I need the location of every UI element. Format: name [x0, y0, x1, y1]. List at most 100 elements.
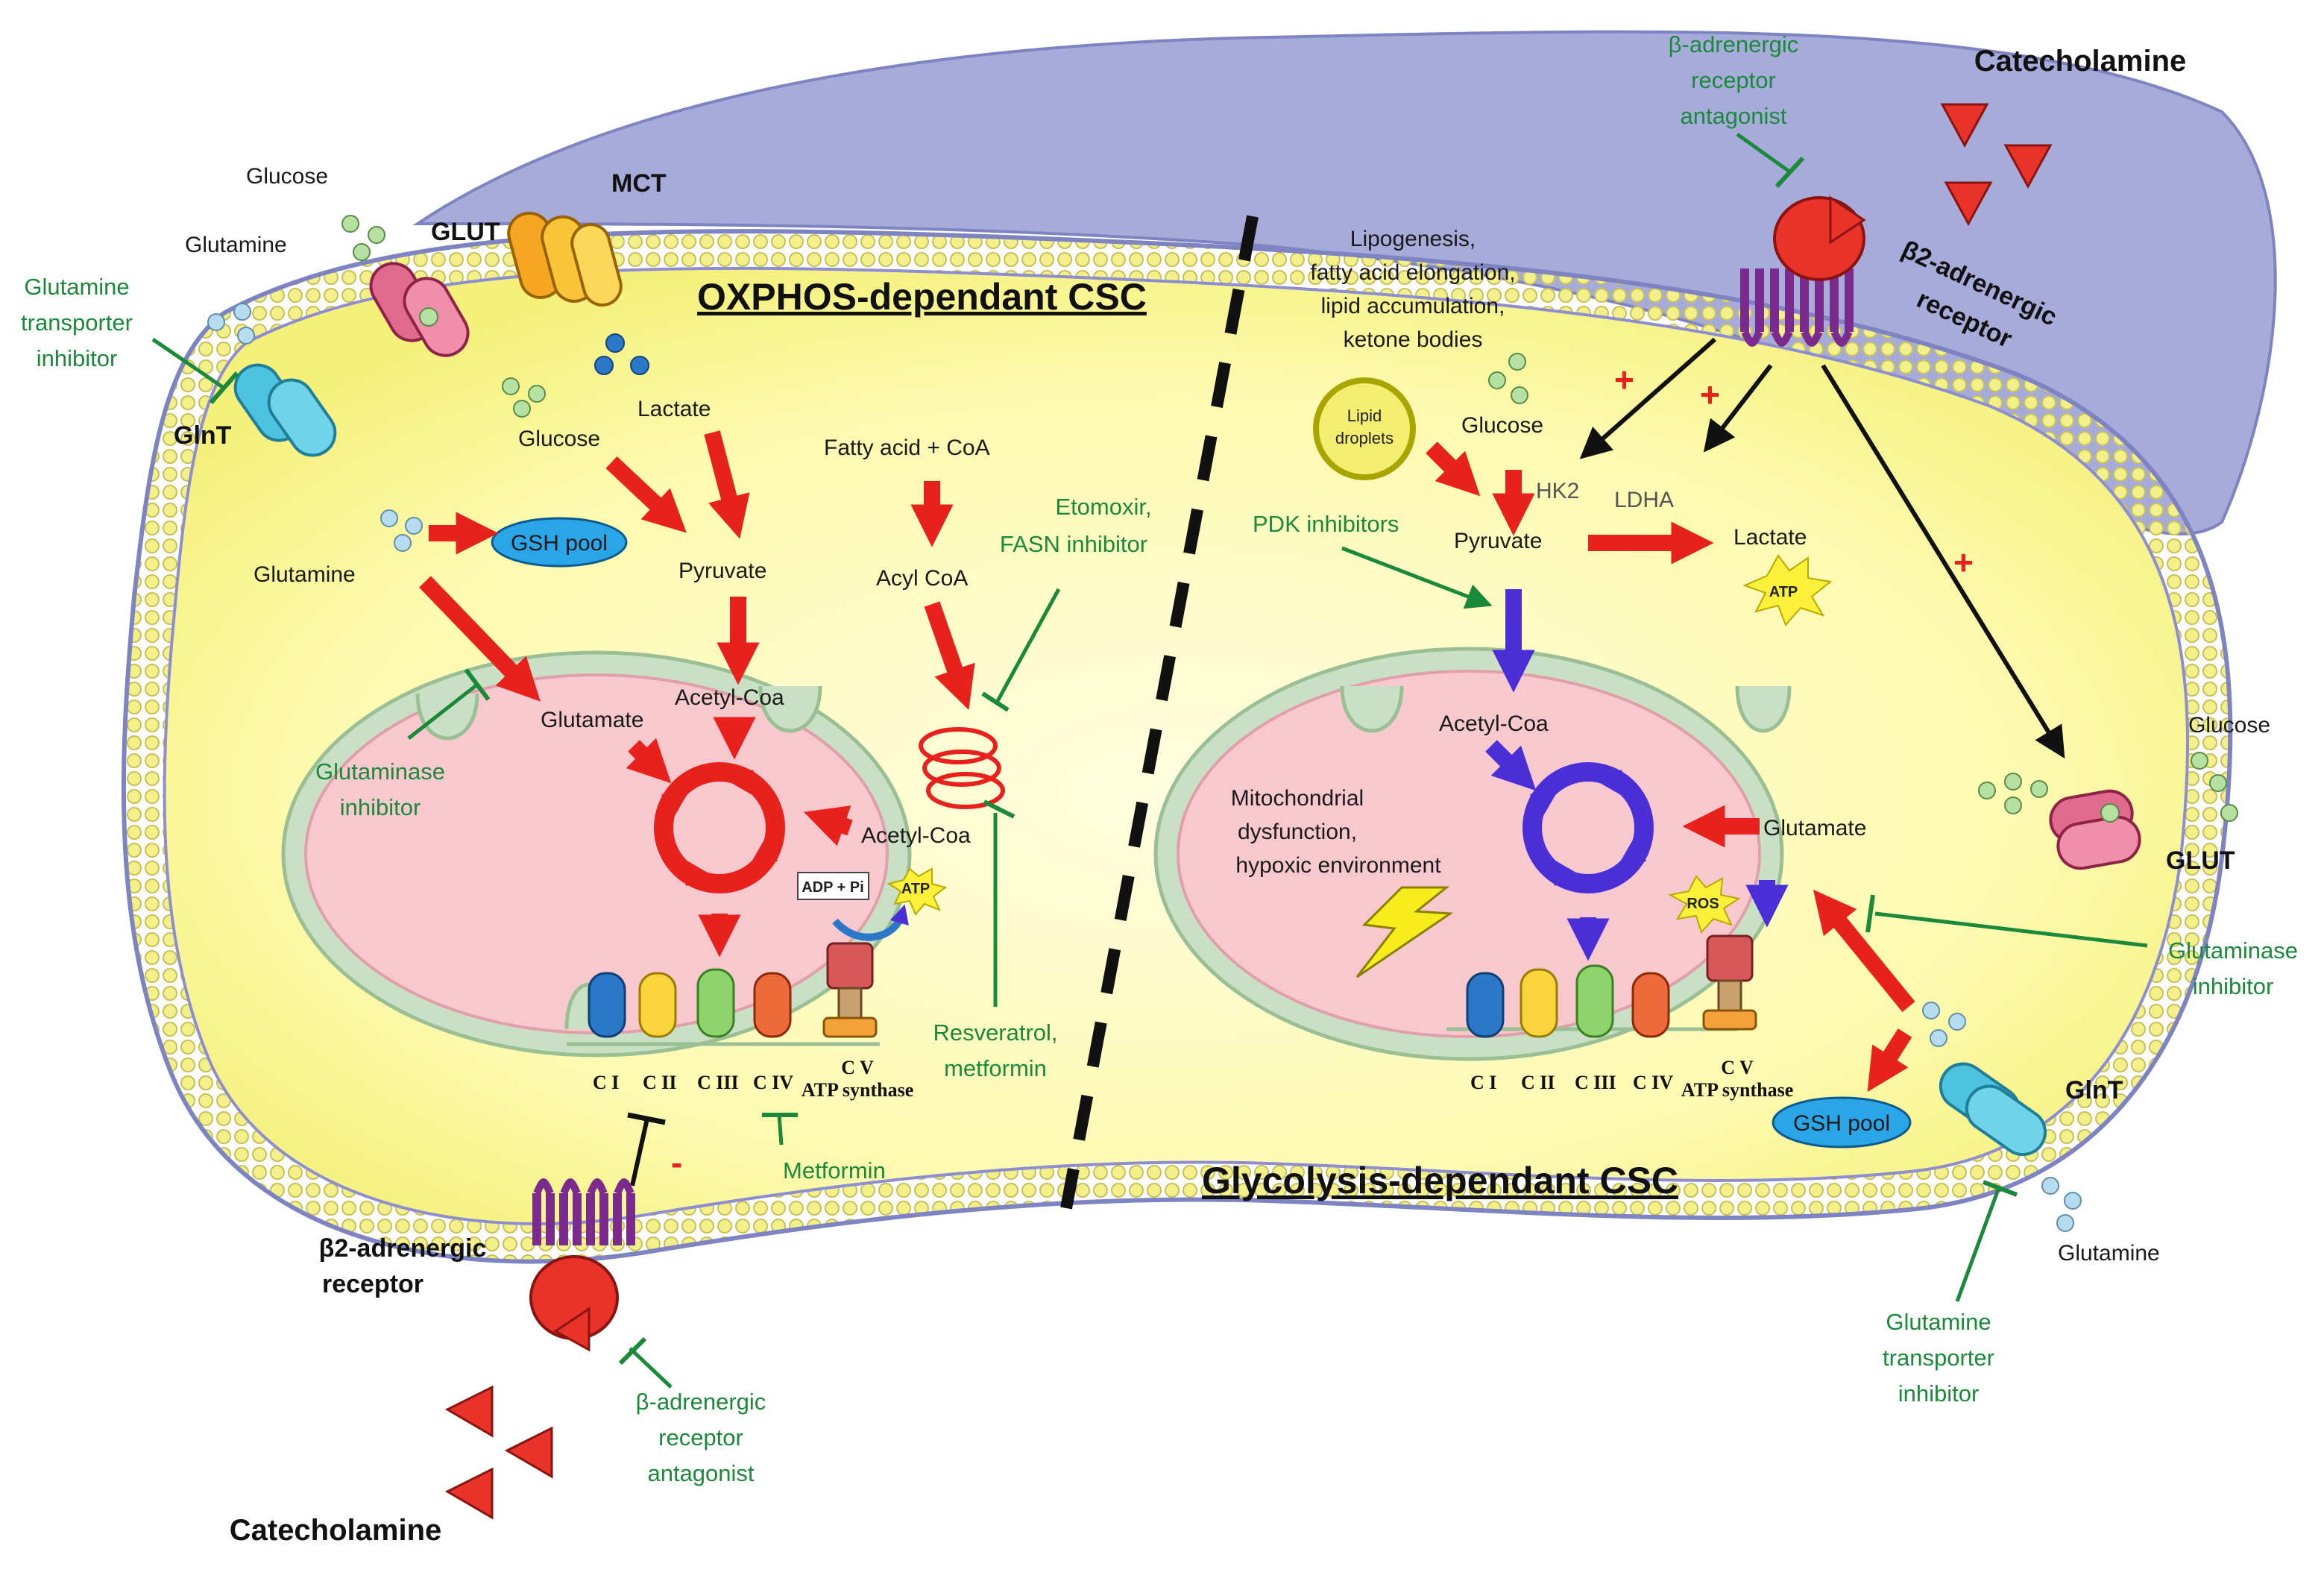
svg-text:inhibitor: inhibitor — [37, 345, 118, 371]
acyl-coa-label: Acyl CoA — [876, 566, 968, 591]
oxphos-arrows — [419, 430, 975, 958]
inhibit-bar-etomoxir — [981, 691, 1010, 712]
complex-cii-left: C II — [643, 1072, 677, 1093]
lipogenesis-label: Lipogenesis, fatty acid elongation, lipi… — [1310, 227, 1515, 352]
adp-pi-box — [797, 872, 869, 900]
inhibit-line-glutaminase-left — [407, 683, 479, 740]
glutamine-molecules-left-out — [207, 303, 255, 345]
inhibit-line-b-antagonist-left — [629, 1347, 673, 1389]
complex-civ-right: C IV — [1633, 1072, 1673, 1093]
glucose-in-label-right: Glucose — [1461, 413, 1543, 438]
glutamine-molecules-right-in — [1922, 1002, 1966, 1047]
right-mitochondrion — [1153, 647, 1792, 1061]
receptor-inhibit-line-left — [630, 1118, 649, 1187]
svg-text:metformin: metformin — [944, 1055, 1047, 1081]
lactate-label-left: Lactate — [637, 397, 711, 421]
inhibit-bar-glnt-left — [209, 371, 239, 404]
plus-sign-2: + — [1700, 375, 1720, 414]
beta-oxidation-coil — [919, 727, 1005, 809]
glutaminase-inhibitor-right: Glutaminase inhibitor — [2168, 937, 2298, 999]
complex-ciii-left: C III — [697, 1072, 739, 1093]
complex-ci-left: C I — [593, 1072, 619, 1093]
glutamine-out-label-right: Glutamine — [2058, 1241, 2160, 1266]
inhibit-line-glnt-right — [1955, 1189, 2000, 1302]
svg-text:β-adrenergic: β-adrenergic — [636, 1389, 766, 1415]
plus-sign-1: + — [1614, 360, 1634, 399]
tca-cycle-right — [1522, 762, 1654, 893]
glut-transporter-right — [2049, 789, 2141, 870]
pyruvate-label-left: Pyruvate — [678, 559, 766, 583]
inhibit-line-metformin — [777, 1114, 784, 1146]
acetyl-coa-right-label-left: Acetyl-Coa — [861, 823, 971, 848]
extracellular-matrix — [412, 30, 2277, 535]
lipid-droplet — [1313, 377, 1416, 480]
lightning-icon — [1355, 886, 1454, 978]
complex-ci-right: C I — [1470, 1072, 1496, 1093]
etc-complexes-left — [588, 942, 878, 1038]
mct-transporter — [507, 211, 623, 307]
catecholamine-triangles-right — [1940, 103, 2053, 227]
gsh-pool-label-left: GSH pool — [511, 531, 608, 556]
inhibit-line-glutaminase-right — [1874, 911, 2148, 948]
svg-text:antagonist: antagonist — [647, 1460, 754, 1486]
mct-label: MCT — [611, 169, 667, 198]
svg-text:Glutamine: Glutamine — [1886, 1309, 1991, 1335]
lipid-droplets-label-2: droplets — [1335, 429, 1394, 447]
ros-label: ROS — [1687, 896, 1719, 912]
inhibit-line-b-antagonist-right — [1736, 132, 1791, 174]
glucose-molecules-left-out — [341, 215, 385, 261]
b2-receptor-label-left: β2-adrenergic receptor — [319, 1234, 487, 1298]
glucose-molecules-right-out — [1978, 752, 2238, 822]
svg-text:lipid accumulation,: lipid accumulation, — [1321, 294, 1505, 318]
svg-text:inhibitor: inhibitor — [2193, 973, 2274, 999]
inhibit-bar-glnt-right — [1982, 1180, 2018, 1197]
inhibit-bar-glutaminase-left — [464, 668, 491, 701]
glut-label-left: GLUT — [431, 218, 500, 246]
gsh-pool-right — [1772, 1096, 1912, 1148]
complex-cv-left: C V — [841, 1057, 874, 1078]
lipid-droplets-label-1: Lipid — [1347, 406, 1382, 425]
glut-transporter-left — [369, 262, 470, 357]
acetyl-coa-top-label-left: Acetyl-Coa — [675, 685, 784, 710]
glut-label-right: GLUT — [2166, 846, 2235, 875]
inhibit-bar-resveratrol — [983, 799, 1015, 819]
oxphos-title: OXPHOS-dependant CSC — [697, 276, 1147, 318]
resveratrol-metformin-label: Resveratrol, metformin — [933, 1019, 1057, 1081]
atp-label-left: ATP — [901, 881, 930, 897]
svg-text:Etomoxir,: Etomoxir, — [1055, 494, 1151, 520]
divider-line — [1060, 215, 1259, 1210]
beta2-receptor-left — [529, 1178, 635, 1340]
svg-text:Glutaminase: Glutaminase — [315, 758, 445, 785]
svg-text:Glutamine: Glutamine — [24, 274, 129, 300]
glucose-molecules-right-in — [1488, 353, 1528, 404]
svg-text:transporter: transporter — [21, 309, 133, 336]
etc-complexes-right — [1466, 934, 1757, 1038]
complex-cii-right: C II — [1521, 1072, 1555, 1093]
acetyl-coa-label-right: Acetyl-Coa — [1439, 711, 1549, 736]
glucose-in-label-left: Glucose — [518, 427, 600, 451]
svg-text:fatty acid elongation,: fatty acid elongation, — [1310, 260, 1515, 285]
atp-synthase-left: ATP synthase — [802, 1079, 914, 1101]
glnt-transporter-right — [1939, 1062, 2047, 1157]
ldha-label: LDHA — [1614, 488, 1674, 512]
atp-label-right: ATP — [1769, 584, 1798, 600]
svg-text:transporter: transporter — [1883, 1345, 1994, 1371]
metformin-label: Metformin — [783, 1157, 886, 1184]
glnt-transporter-left — [233, 363, 337, 457]
plus-sign-3: + — [1953, 543, 1974, 582]
tca-cycle-left — [654, 762, 785, 893]
inhibit-bar-glutaminase-right — [1865, 894, 1875, 933]
svg-text:FASN inhibitor: FASN inhibitor — [1000, 531, 1147, 557]
catecholamine-label-right: Catecholamine — [1974, 45, 2187, 78]
pdk-inhibitors-label: PDK inhibitors — [1253, 511, 1399, 537]
glutaminase-inhibitor-left: Glutaminase inhibitor — [315, 758, 445, 820]
inhibit-bar-b-antagonist-right — [1775, 156, 1805, 189]
atp-cycle-arrow-left — [832, 904, 909, 941]
catecholamine-bound-left — [553, 1307, 591, 1352]
svg-text:β-adrenergic: β-adrenergic — [1669, 31, 1799, 57]
svg-text:Resveratrol,: Resveratrol, — [933, 1019, 1057, 1046]
gsh-pool-label-right: GSH pool — [1793, 1111, 1890, 1136]
etomoxir-inhibitor-label: Etomoxir, FASN inhibitor — [1000, 494, 1152, 557]
svg-text:receptor: receptor — [1691, 67, 1776, 93]
